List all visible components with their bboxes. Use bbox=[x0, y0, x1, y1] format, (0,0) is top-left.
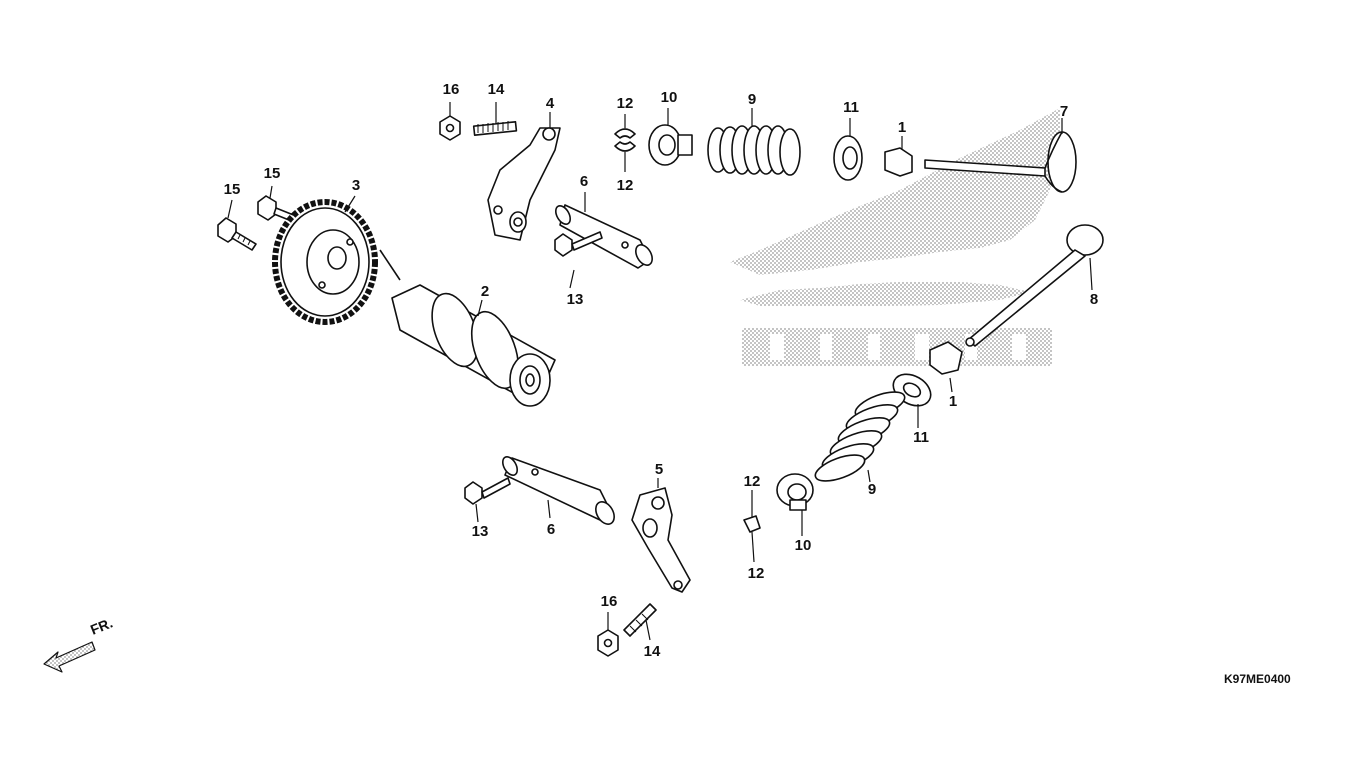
callout-6: 6 bbox=[546, 521, 556, 538]
part-4-rocker-arm bbox=[487, 127, 561, 241]
callout-1: 1 bbox=[897, 119, 907, 136]
callout-14: 14 bbox=[643, 643, 661, 660]
part-14-stud-lower bbox=[623, 603, 657, 637]
callout-10: 10 bbox=[660, 89, 678, 106]
part-5-rocker-arm bbox=[631, 487, 691, 593]
part-13-bolt-upper bbox=[554, 231, 603, 257]
callout-14: 14 bbox=[487, 81, 505, 98]
callout-16: 16 bbox=[442, 81, 460, 98]
part-16-nut-upper bbox=[439, 115, 461, 141]
part-7-intake-valve bbox=[924, 131, 1077, 193]
callout-7: 7 bbox=[1059, 103, 1069, 120]
callout-10: 10 bbox=[794, 537, 812, 554]
callout-16: 16 bbox=[600, 593, 618, 610]
callout-6: 6 bbox=[579, 173, 589, 190]
callout-11: 11 bbox=[843, 99, 859, 116]
part-15-bolt-left bbox=[217, 217, 257, 251]
leader-lines bbox=[227, 102, 1093, 641]
callout-12: 12 bbox=[616, 95, 634, 112]
callout-12: 12 bbox=[747, 565, 765, 582]
callout-13: 13 bbox=[566, 291, 584, 308]
part-12-cotter-lower bbox=[743, 515, 761, 533]
part-6-rocker-shaft-lower bbox=[501, 456, 615, 525]
part-6-rocker-shaft-upper bbox=[554, 204, 653, 269]
part-1-valve-seal-upper bbox=[884, 147, 913, 177]
callout-15: 15 bbox=[263, 165, 281, 182]
part-10-stem-seal-upper bbox=[648, 124, 693, 166]
part-16-nut-lower bbox=[597, 629, 619, 657]
part-1-valve-seal-lower bbox=[929, 341, 963, 375]
drawing-code: K97ME0400 bbox=[1224, 672, 1291, 686]
callout-1: 1 bbox=[948, 393, 958, 410]
part-8-exhaust-valve bbox=[965, 224, 1104, 347]
callout-9: 9 bbox=[867, 481, 877, 498]
part-2-camshaft bbox=[379, 249, 556, 407]
part-14-stud-upper bbox=[472, 121, 518, 136]
callout-12: 12 bbox=[743, 473, 761, 490]
callout-3: 3 bbox=[351, 177, 361, 194]
callout-5: 5 bbox=[654, 461, 664, 478]
callout-13: 13 bbox=[471, 523, 489, 540]
part-12-cotter-upper bbox=[614, 128, 636, 152]
callout-11: 11 bbox=[913, 429, 929, 446]
part-11-spring-retainer-upper bbox=[833, 135, 863, 181]
callout-8: 8 bbox=[1089, 291, 1099, 308]
part-3-cam-sprocket bbox=[272, 199, 378, 325]
callout-2: 2 bbox=[480, 283, 490, 300]
front-direction-arrow-icon bbox=[43, 641, 96, 673]
part-9-valve-spring-lower bbox=[814, 391, 906, 482]
part-13-bolt-lower bbox=[464, 477, 511, 505]
callout-12: 12 bbox=[616, 177, 634, 194]
part-9-valve-spring-upper bbox=[707, 125, 801, 176]
callout-4: 4 bbox=[545, 95, 555, 112]
part-10-stem-seal-lower bbox=[776, 473, 814, 511]
callout-9: 9 bbox=[747, 91, 757, 108]
callout-15: 15 bbox=[223, 181, 241, 198]
